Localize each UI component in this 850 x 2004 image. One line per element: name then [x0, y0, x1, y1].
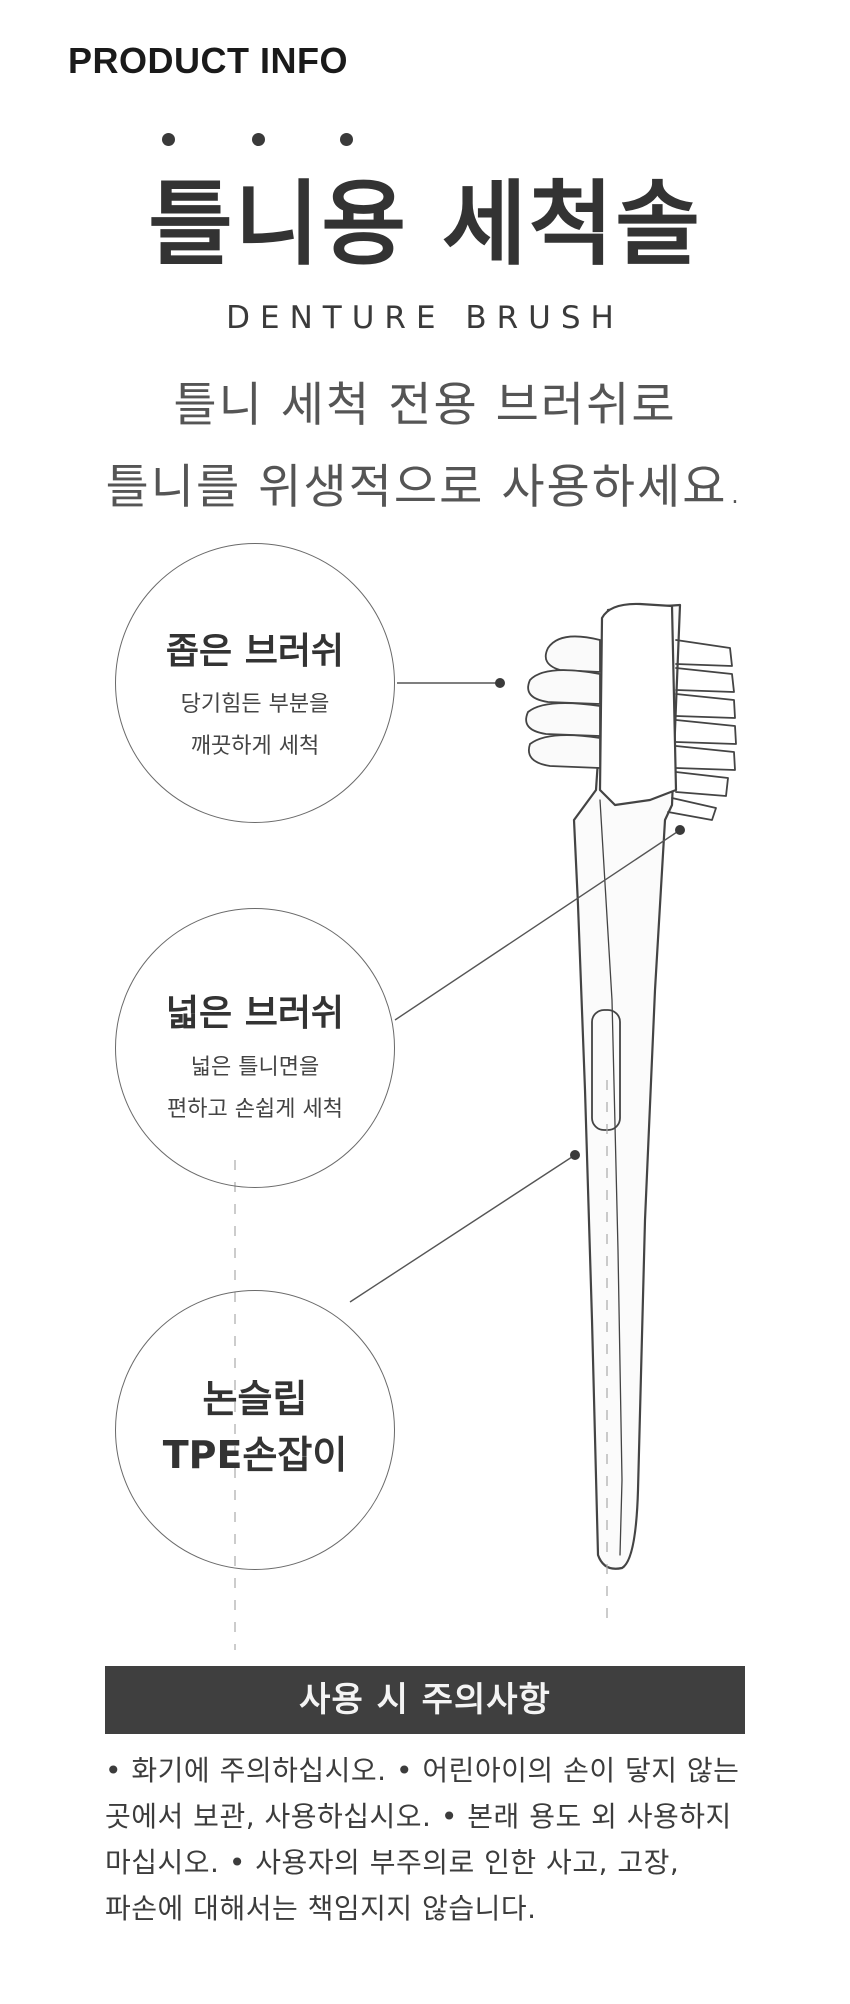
product-subtitle-english: DENTURE BRUSH	[226, 300, 624, 336]
feature-description: 당기힘든 부분을 깨끗하게 세척	[116, 684, 394, 768]
feature-desc-line: 편하고 손쉽게 세척	[167, 1097, 343, 1122]
caution-line: 마십시오. • 사용자의 부주의로 인한 사고, 고장,	[105, 1846, 680, 1879]
caution-line: 곳에서 보관, 사용하십시오. • 본래 용도 외 사용하지	[105, 1800, 732, 1833]
dot	[162, 133, 175, 146]
feature-title-line: TPE손잡이	[162, 1433, 348, 1477]
caution-line: 파손에 대해서는 책임지지 않습니다.	[105, 1892, 537, 1925]
feature-title: 논슬립 TPE손잡이	[116, 1371, 394, 1483]
feature-title-line: 논슬립	[202, 1377, 308, 1421]
feature-nonslip-handle: 논슬립 TPE손잡이	[115, 1290, 395, 1570]
product-title: 틀니용 세척솔	[148, 171, 702, 278]
feature-wide-brush: 넓은 브러쉬 넓은 틀니면을 편하고 손쉽게 세척	[115, 908, 395, 1188]
intro-line-1: 틀니 세척 전용 브러쉬로	[173, 378, 677, 433]
dot	[340, 133, 353, 146]
caution-heading: 사용 시 주의사항	[105, 1666, 745, 1734]
feature-title: 좁은 브러쉬	[165, 631, 345, 672]
product-info-heading: PRODUCT INFO	[68, 40, 348, 81]
title-dots	[162, 133, 362, 147]
intro-line-2: 틀니를 위생적으로 사용하세요.	[105, 460, 745, 515]
feature-description: 넓은 틀니면을 편하고 손쉽게 세척	[116, 1047, 394, 1131]
dot	[252, 133, 265, 146]
caution-text: • 화기에 주의하십시오. • 어린아이의 손이 닿지 않는 곳에서 보관, 사…	[105, 1748, 750, 1932]
caution-line: • 화기에 주의하십시오. • 어린아이의 손이 닿지 않는	[105, 1754, 740, 1787]
feature-desc-line: 당기힘든 부분을	[180, 692, 330, 717]
feature-desc-line: 넓은 틀니면을	[190, 1055, 320, 1080]
feature-desc-line: 깨끗하게 세척	[190, 734, 320, 759]
feature-narrow-brush: 좁은 브러쉬 당기힘든 부분을 깨끗하게 세척	[115, 543, 395, 823]
feature-title: 넓은 브러쉬	[165, 993, 345, 1034]
